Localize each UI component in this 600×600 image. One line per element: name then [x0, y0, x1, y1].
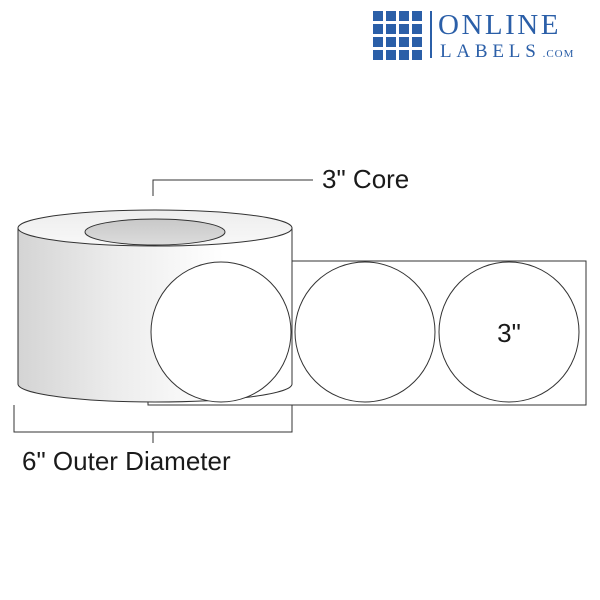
logo-grid-square	[386, 24, 396, 34]
outer-diameter-dimension: 6" Outer Diameter	[13, 405, 293, 476]
logo-grid-square	[373, 11, 383, 21]
logo-grid-square	[373, 24, 383, 34]
core-label: 3" Core	[322, 164, 409, 194]
outer-diameter-label: 6" Outer Diameter	[22, 446, 231, 476]
logo-grid-square	[373, 37, 383, 47]
logo-grid-square	[412, 11, 422, 21]
brand-suffix: .COM	[543, 48, 575, 60]
logo-grid-square	[412, 24, 422, 34]
outer-diameter-bracket	[13, 405, 293, 433]
logo-grid-square	[399, 37, 409, 47]
round-label	[150, 261, 292, 403]
round-label	[438, 261, 580, 403]
logo-grid-square	[386, 37, 396, 47]
grid-logo-icon	[373, 11, 422, 60]
logo-grid-square	[412, 37, 422, 47]
brand-name-line1: ONLINE	[438, 9, 561, 41]
brand-logo[interactable]: ONLINE LABELS.COM	[373, 9, 574, 62]
logo-grid-square	[386, 50, 396, 60]
logo-grid-square	[399, 11, 409, 21]
roll-core	[84, 218, 226, 246]
brand-name-line2: LABELS.COM	[440, 41, 574, 62]
round-label	[294, 261, 436, 403]
logo-grid-square	[386, 11, 396, 21]
labels-group: 3"	[150, 261, 580, 403]
logo-grid-square	[399, 24, 409, 34]
label-size-text: 3"	[497, 318, 521, 348]
logo-grid-square	[399, 50, 409, 60]
logo-grid-square	[412, 50, 422, 60]
logo-grid-square	[373, 50, 383, 60]
core-leader-line	[152, 179, 313, 196]
core-dimension: 3" Core	[152, 164, 409, 196]
